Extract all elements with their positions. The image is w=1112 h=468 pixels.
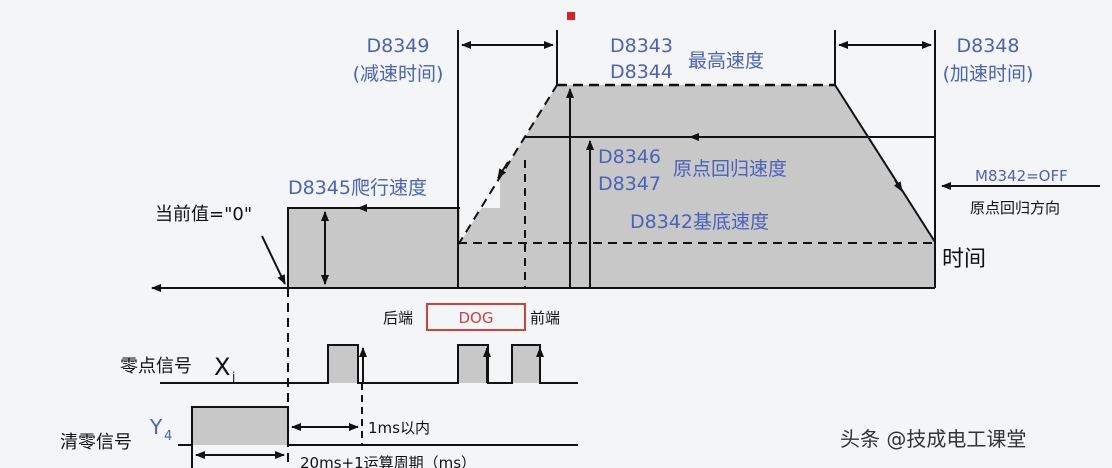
clear-signal-waveform — [178, 406, 578, 446]
direction-desc-label: 原点回归方向 — [970, 199, 1060, 217]
current-value-arrow — [261, 235, 286, 285]
max-reg1-label: D8343 — [610, 35, 673, 57]
ramp-arrow — [497, 161, 509, 179]
current-value-label: 当前值="0" — [155, 204, 252, 225]
zero-signal-waveform — [160, 344, 578, 384]
decel-desc-label: (减速时间) — [353, 63, 444, 85]
accel-desc-label: (加速时间) — [943, 63, 1034, 85]
within-1ms-label: 1ms以内 — [368, 419, 430, 437]
max-reg2-label: D8344 — [610, 61, 673, 83]
direction-flag-label: M8342=OFF — [975, 167, 1068, 185]
clear-duration-label: 20ms+1运算周期（ms） — [300, 454, 476, 468]
clear-signal-label: 清零信号 — [60, 432, 132, 453]
zero-pulse-fill-3 — [512, 345, 540, 383]
max-desc-label: 最高速度 — [688, 50, 764, 72]
speed-profile-fill — [288, 85, 935, 288]
clear-signal-subscript: 4 — [164, 429, 172, 444]
decel-reg-label: D8349 — [367, 35, 430, 57]
return-reg1-label: D8346 — [598, 146, 661, 168]
return-desc-label: 原点回归速度 — [673, 158, 787, 180]
watermark: 头条 @技成电工课堂 — [840, 427, 1026, 451]
front-end-label: 前端 — [530, 309, 560, 327]
base-speed-label: D8342基底速度 — [630, 211, 769, 233]
rear-end-label: 后端 — [383, 309, 413, 327]
time-axis-label: 时间 — [942, 247, 986, 272]
creep-line — [287, 207, 460, 288]
zero-signal-subscript: j — [231, 370, 235, 384]
zero-pulse-fill-1 — [328, 345, 358, 383]
red-marker — [567, 12, 575, 20]
zero-pulse-fill-2 — [458, 345, 488, 383]
accel-ramp — [457, 84, 558, 246]
decel-ramp — [834, 84, 936, 243]
return-reg2-label: D8347 — [598, 173, 661, 195]
creep-speed-label: D8345爬行速度 — [288, 177, 427, 199]
clear-pulse-fill — [192, 407, 288, 445]
accel-reg-label: D8348 — [957, 35, 1020, 57]
dog-box — [426, 303, 526, 331]
zero-signal-symbol: X — [214, 353, 230, 381]
zero-signal-label: 零点信号 — [120, 356, 192, 377]
dog-label: DOG — [459, 309, 494, 327]
decel-arrow — [893, 179, 903, 192]
clear-signal-symbol: Y — [149, 415, 163, 439]
